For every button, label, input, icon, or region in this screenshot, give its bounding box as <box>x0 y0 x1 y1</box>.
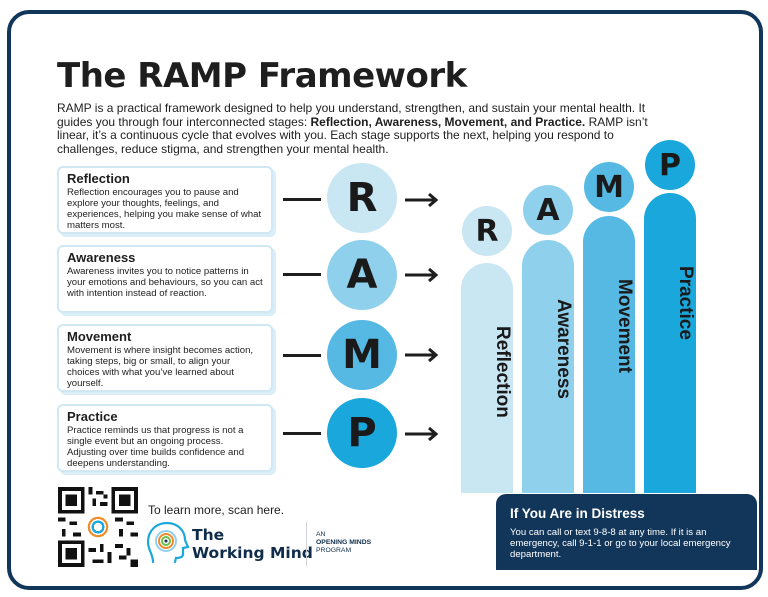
working-mind-logo-text: The Working Mind <box>192 526 313 562</box>
pillar-awareness <box>522 240 574 493</box>
intro-text-part1: RAMP is a practical framework designed t… <box>57 101 646 129</box>
intro-text-part2: RAMP isn’t linear, it’s a continuous cyc… <box>57 114 648 156</box>
intro-stages-bold: Reflection, Awareness, Movement, and Pra… <box>310 114 586 129</box>
pillar-reflection <box>461 263 513 493</box>
logo-line-2: Working Mind <box>192 544 313 562</box>
arrow-right-icon <box>405 427 439 441</box>
learn-more-text: To learn more, scan here. <box>148 503 285 517</box>
connector-line <box>283 198 321 201</box>
arrow-right-icon <box>405 348 439 362</box>
logo-line-1: The <box>192 526 225 544</box>
pillar-label: Practice <box>675 266 696 340</box>
stage-title: Awareness <box>67 250 136 265</box>
omp-line-3: PROGRAM <box>316 547 352 554</box>
pillar-letter-circle: M <box>584 162 634 212</box>
pillar-letter-circle: R <box>462 206 512 256</box>
stage-title: Movement <box>67 329 132 344</box>
distress-title: If You Are in Distress <box>510 506 645 521</box>
opening-minds-program-text: AN OPENING MINDS PROGRAM <box>316 531 371 555</box>
intro-paragraph: RAMP is a practical framework designed t… <box>57 101 657 156</box>
omp-line-2: OPENING MINDS <box>316 539 372 546</box>
stage-card-movement: Movement Movement is where insight becom… <box>57 324 273 392</box>
stage-description: Movement is where insight becomes action… <box>67 345 254 389</box>
working-mind-logo-icon <box>146 521 189 564</box>
stage-description: Reflection encourages you to pause and e… <box>67 187 262 231</box>
stage-title: Practice <box>67 409 118 424</box>
qr-code-icon[interactable] <box>58 487 138 567</box>
pillar-practice <box>644 193 696 493</box>
pillar-letter-circle: P <box>645 140 695 190</box>
arrow-right-icon <box>405 268 439 282</box>
stage-letter-circle: P <box>327 398 397 468</box>
pillar-movement <box>583 216 635 493</box>
pillar-label: Movement <box>614 279 635 373</box>
connector-line <box>283 354 321 357</box>
arrow-right-icon <box>405 193 439 207</box>
stage-description: Practice reminds us that progress is not… <box>67 425 245 469</box>
stage-card-practice: Practice Practice reminds us that progre… <box>57 404 273 472</box>
pillar-label: Awareness <box>553 299 574 399</box>
logo-divider <box>306 522 307 566</box>
connector-line <box>283 432 321 435</box>
distress-box: If You Are in Distress You can call or t… <box>496 494 757 570</box>
page-title: The RAMP Framework <box>57 56 467 96</box>
distress-text: You can call or text 9-8-8 at any time. … <box>510 527 731 560</box>
stage-letter-circle: M <box>327 320 397 390</box>
connector-line <box>283 273 321 276</box>
stage-letter-circle: R <box>327 163 397 233</box>
stage-description: Awareness invites you to notice patterns… <box>67 266 263 299</box>
stage-card-reflection: Reflection Reflection encourages you to … <box>57 166 273 234</box>
stage-title: Reflection <box>67 171 130 186</box>
stage-card-awareness: Awareness Awareness invites you to notic… <box>57 245 273 313</box>
omp-line-1: AN <box>316 531 326 538</box>
pillar-label: Reflection <box>492 326 513 418</box>
stage-letter-circle: A <box>327 240 397 310</box>
pillar-letter-circle: A <box>523 185 573 235</box>
